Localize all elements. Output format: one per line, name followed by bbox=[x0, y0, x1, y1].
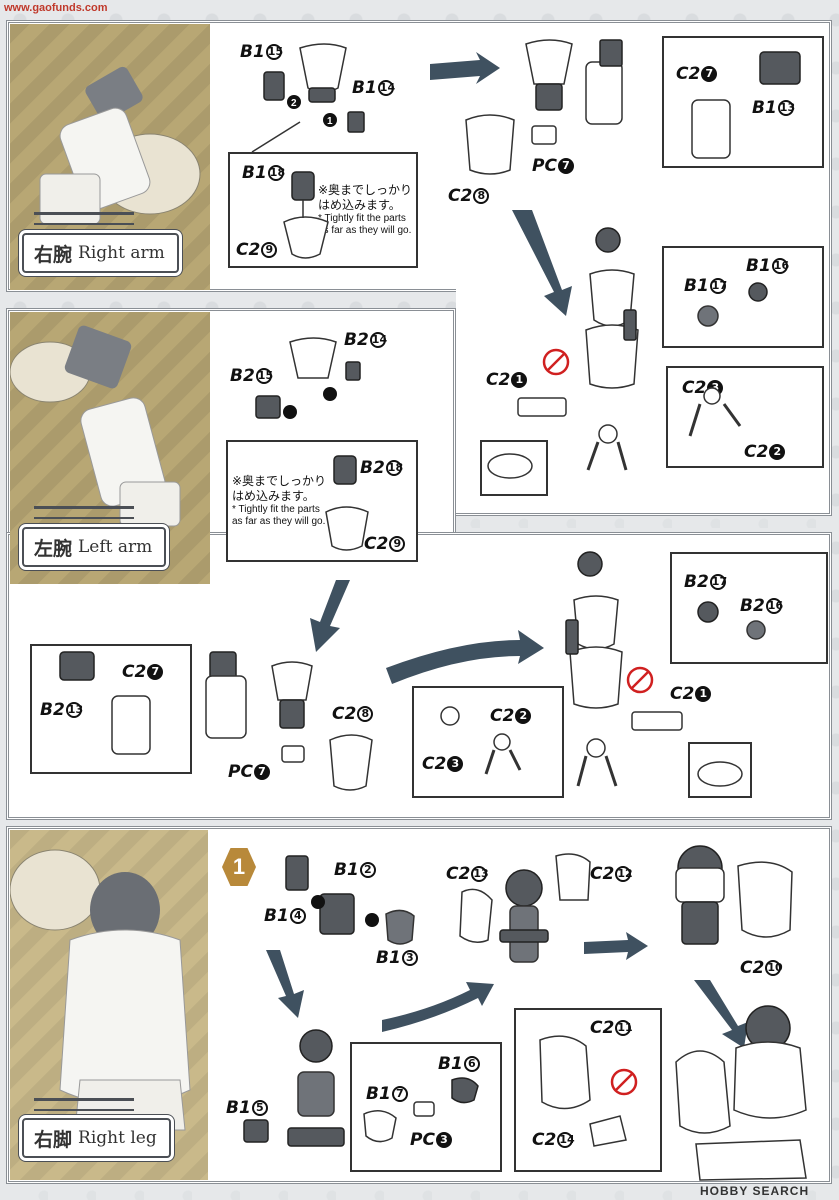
watermark-url: www.gaofunds.com bbox=[4, 2, 108, 14]
left-arm-label-en: Left arm bbox=[78, 537, 152, 557]
left-arm-label: 左腕 Left arm bbox=[22, 527, 166, 567]
right-leg-label-jp: 右脚 bbox=[34, 1125, 72, 1152]
right-arm-label-en: Right arm bbox=[78, 243, 165, 263]
detail-callout-left-arm bbox=[688, 742, 752, 798]
right-leg-plate-ornament bbox=[34, 1098, 134, 1111]
right-arm-plate-ornament bbox=[34, 212, 134, 225]
left-arm-label-jp: 左腕 bbox=[34, 534, 72, 561]
tight-fit-note-right: ※奥までしっかり はめ込みます。 * Tightly fit the parts… bbox=[318, 183, 412, 237]
detail-callout-right-arm bbox=[480, 440, 548, 496]
right-leg-label: 右脚 Right leg bbox=[22, 1118, 171, 1158]
part-callout-c2-2-left bbox=[412, 686, 564, 798]
left-arm-plate-ornament bbox=[34, 506, 134, 519]
right-arm-label: 右腕 Right arm bbox=[22, 233, 179, 273]
watermark-logo: www.gaofunds.com bbox=[4, 2, 108, 14]
tight-fit-note-left: ※奥までしっかり はめ込みます。 * Tightly fit the parts… bbox=[232, 474, 326, 528]
part-callout-c2-7 bbox=[662, 36, 824, 168]
right-arm-label-jp: 右腕 bbox=[34, 240, 72, 267]
part-callout-b1-16 bbox=[662, 246, 824, 348]
watermark-hobby-search: HOBBY SEARCH bbox=[700, 1184, 809, 1198]
right-leg-label-en: Right leg bbox=[78, 1128, 157, 1148]
